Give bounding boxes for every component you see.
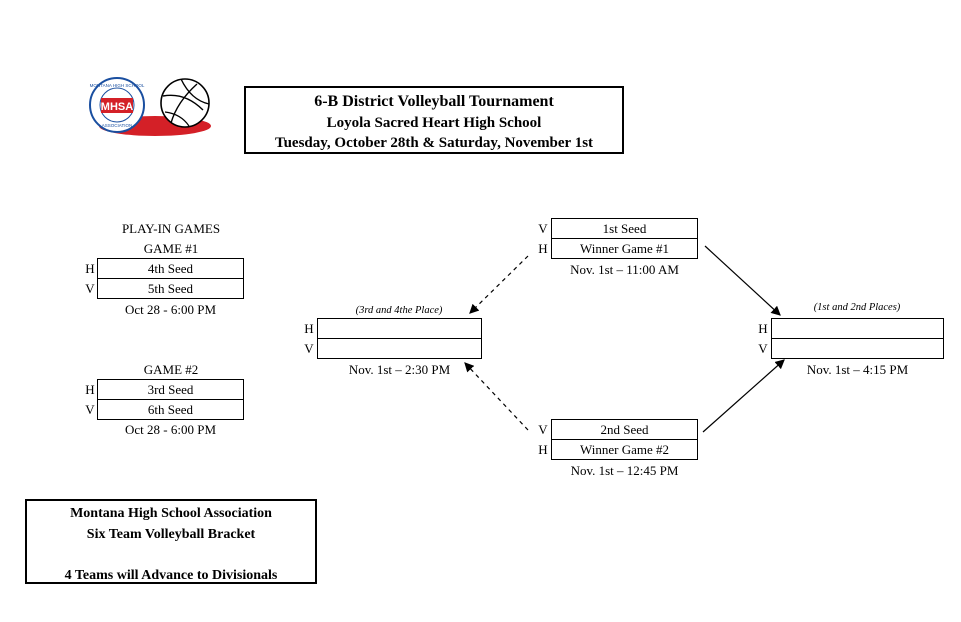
final-visitor-tag: V (758, 341, 768, 356)
game2-visitor-slot: 6th Seed (97, 399, 244, 420)
semi1-visitor-tag: V (538, 221, 548, 236)
game2-time: Oct 28 - 6:00 PM (125, 422, 216, 437)
game2-label: GAME #2 (143, 362, 199, 377)
third-place-visitor-slot (317, 338, 482, 359)
game1-home-tag: H (85, 261, 95, 276)
semi1-home-slot: Winner Game #1 (551, 238, 698, 259)
semi1-to-third-arrow (469, 255, 529, 314)
semi1-to-final-arrow (704, 245, 781, 316)
mhsa-logo: MHSA MONTANA HIGH SCHOOL ASSOCIATION (85, 74, 213, 138)
final-note: (1st and 2nd Places) (813, 302, 901, 313)
final-visitor-slot (771, 338, 944, 359)
game1-time: Oct 28 - 6:00 PM (125, 302, 216, 317)
footer-advance-note: 4 Teams will Advance to Divisionals (64, 568, 278, 583)
svg-text:MONTANA HIGH SCHOOL: MONTANA HIGH SCHOOL (90, 83, 145, 88)
third-place-visitor-tag: V (304, 341, 314, 356)
semi2-to-third-arrow (464, 362, 529, 431)
final-time: Nov. 1st – 4:15 PM (806, 362, 909, 377)
mhsa-volleyball-logo-icon: MHSA MONTANA HIGH SCHOOL ASSOCIATION (89, 77, 211, 136)
game1-visitor-tag: V (85, 281, 95, 296)
footer-bracket-type: Six Team Volleyball Bracket (86, 527, 256, 542)
semi1-time: Nov. 1st – 11:00 AM (570, 262, 679, 277)
footer-box: Montana High School Association Six Team… (25, 499, 317, 584)
tournament-title: 6-B District Volleyball Tournament (314, 93, 554, 110)
play-in-heading: PLAY-IN GAMES (121, 221, 221, 236)
footer-association: Montana High School Association (70, 506, 272, 521)
semi2-home-slot: Winner Game #2 (551, 439, 698, 460)
third-place-time: Nov. 1st – 2:30 PM (348, 362, 451, 377)
venue-name: Loyola Sacred Heart High School (326, 114, 542, 131)
final-home-tag: H (758, 321, 768, 336)
semi1-home-tag: H (538, 241, 548, 256)
svg-text:MHSA: MHSA (101, 101, 133, 113)
semi2-visitor-tag: V (538, 422, 548, 437)
tournament-title-box: 6-B District Volleyball Tournament Loyol… (244, 86, 624, 154)
game2-visitor-tag: V (85, 402, 95, 417)
game1-visitor-slot: 5th Seed (97, 278, 244, 299)
semi2-time: Nov. 1st – 12:45 PM (570, 463, 679, 478)
third-place-home-tag: H (304, 321, 314, 336)
semi2-home-tag: H (538, 442, 548, 457)
semi2-to-final-arrow (702, 359, 785, 433)
game1-label: GAME #1 (143, 241, 199, 256)
svg-text:ASSOCIATION: ASSOCIATION (102, 123, 132, 128)
tournament-dates: Tuesday, October 28th & Saturday, Novemb… (274, 135, 594, 151)
third-place-note: (3rd and 4the Place) (355, 305, 443, 316)
game2-home-tag: H (85, 382, 95, 397)
